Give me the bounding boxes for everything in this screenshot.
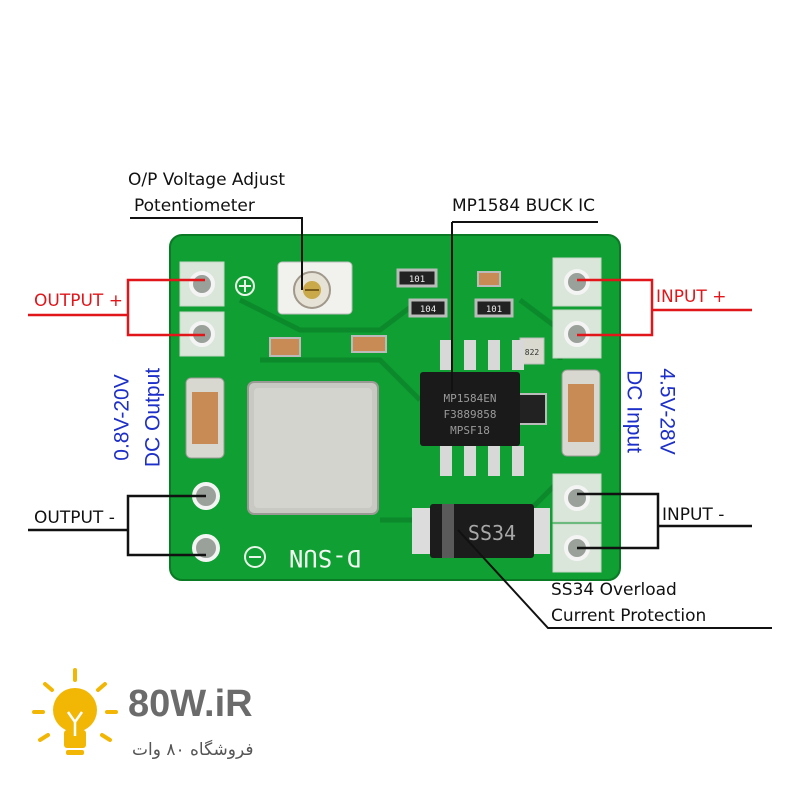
chip-marking-1: MP1584EN: [444, 392, 497, 405]
logo-tagline: فروشگاه ۸۰ وات: [132, 740, 254, 760]
res-marking-4: 822: [525, 348, 540, 357]
ss34-label-line2: Current Protection: [551, 606, 707, 626]
buck-ic-chip: MP1584EN F3889858 MPSF18: [420, 340, 524, 476]
output-minus-wire: [28, 494, 206, 557]
smd-components: [269, 268, 547, 425]
inductor: [247, 381, 379, 515]
ss34-label-line1: SS34 Overload: [551, 580, 677, 600]
res-marking-1: 101: [409, 275, 425, 285]
logo-brand: 80W.iR: [128, 683, 253, 725]
ss34-diode: SS34: [412, 504, 550, 558]
chip-marking-2: F3889858: [444, 408, 497, 421]
input-voltage-desc: DC Input: [622, 370, 646, 453]
chip-marking-3: MPSF18: [450, 424, 490, 437]
board-brand: D-SUN: [289, 544, 361, 572]
diode-marking: SS34: [468, 521, 516, 545]
capacitor-right: [561, 369, 601, 457]
input-plus-wire: [577, 278, 752, 337]
input-plus-label: INPUT +: [656, 287, 727, 307]
pot-label-line2: Potentiometer: [134, 196, 255, 216]
callout-lines: [28, 217, 772, 629]
input-voltage-range: 4.5V-28V: [655, 368, 679, 455]
output-plus-label: OUTPUT +: [34, 291, 123, 311]
output-voltage-range: 0.8V-20V: [110, 374, 134, 461]
pot-label-line1: O/P Voltage Adjust: [128, 170, 286, 190]
res-marking-2: 104: [420, 305, 436, 315]
logo-bulb-icon: [32, 668, 118, 755]
capacitor-left: [185, 377, 225, 459]
input-minus-label: INPUT -: [662, 505, 725, 525]
buck-ic-label: MP1584 BUCK IC: [452, 196, 595, 216]
input-pads: [552, 257, 602, 573]
output-voltage-desc: DC Output: [141, 367, 165, 468]
potentiometer: [277, 261, 353, 315]
input-minus-wire: [577, 492, 752, 550]
output-plus-wire: [28, 278, 205, 337]
output-minus-label: OUTPUT -: [34, 508, 115, 528]
res-marking-3: 101: [486, 305, 502, 315]
